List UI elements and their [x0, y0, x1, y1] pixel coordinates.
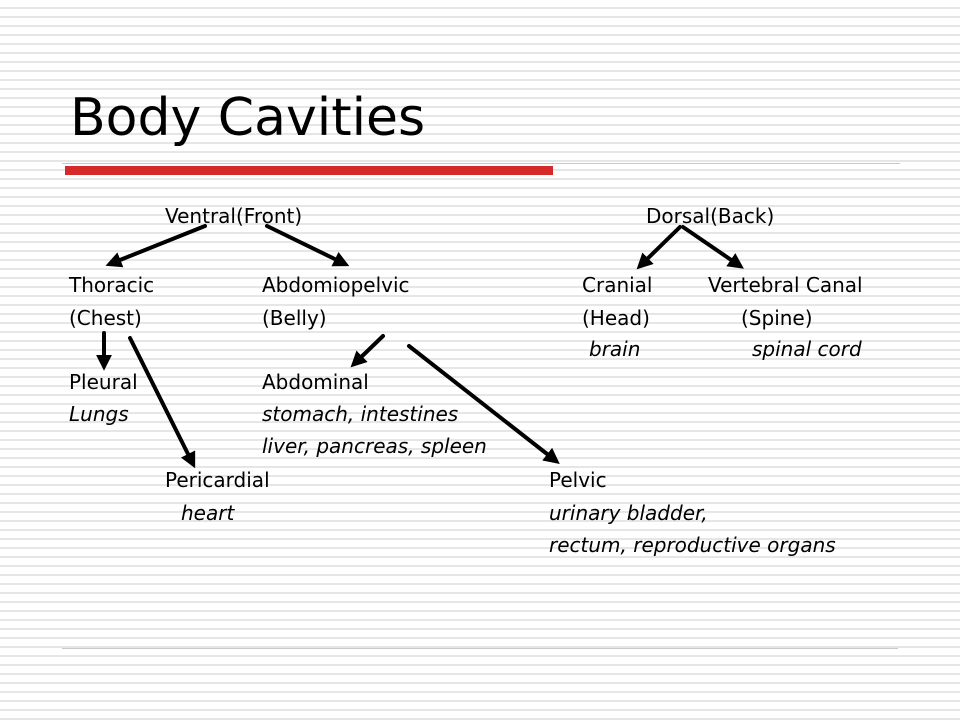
title-accent-bar: [65, 166, 553, 175]
arrow-dorsal-to-cranial: [636, 225, 682, 270]
pericardial-organs: heart: [181, 501, 235, 525]
pleural-label: Pleural: [69, 370, 138, 394]
arrow-thoracic-to-pericardial: [128, 336, 196, 469]
cranial-common-label: (Head): [582, 306, 650, 330]
pelvic-organs-line2: rectum, reproductive organs: [549, 533, 836, 557]
arrow-abdominopelvic-to-pelvic: [407, 344, 560, 464]
abdominopelvic-label: Abdomiopelvic: [262, 273, 410, 297]
arrow-abdominopelvic-to-abdominal: [350, 334, 385, 368]
thoracic-label: Thoracic: [69, 273, 155, 297]
abdominal-organs-line2: liver, pancreas, spleen: [262, 434, 487, 458]
vertebral-organs: spinal cord: [752, 337, 862, 361]
pleural-organs: Lungs: [69, 402, 129, 426]
pelvic-organs-line1: urinary bladder,: [549, 501, 708, 525]
arrow-ventral-to-abdominopelvic: [265, 224, 350, 267]
abdominal-organs-line1: stomach, intestines: [262, 402, 459, 426]
abdominal-label: Abdominal: [262, 370, 369, 394]
thoracic-common-label: (Chest): [69, 306, 142, 330]
pelvic-label: Pelvic: [549, 468, 607, 492]
bottom-divider: [62, 648, 898, 649]
ventral-label: Ventral(Front): [165, 204, 303, 228]
abdominopelvic-common-label: (Belly): [262, 306, 327, 330]
vertebral-common-label: (Spine): [741, 306, 813, 330]
dorsal-label: Dorsal(Back): [646, 204, 775, 228]
cranial-organs: brain: [589, 337, 641, 361]
slide-title: Body Cavities: [70, 88, 426, 148]
arrow-ventral-to-thoracic: [105, 224, 207, 268]
title-divider-thin: [62, 163, 900, 164]
cranial-label: Cranial: [582, 273, 653, 297]
arrow-dorsal-to-vertebral: [681, 225, 744, 269]
pericardial-label: Pericardial: [165, 468, 270, 492]
vertebral-canal-label: Vertebral Canal: [708, 273, 863, 297]
